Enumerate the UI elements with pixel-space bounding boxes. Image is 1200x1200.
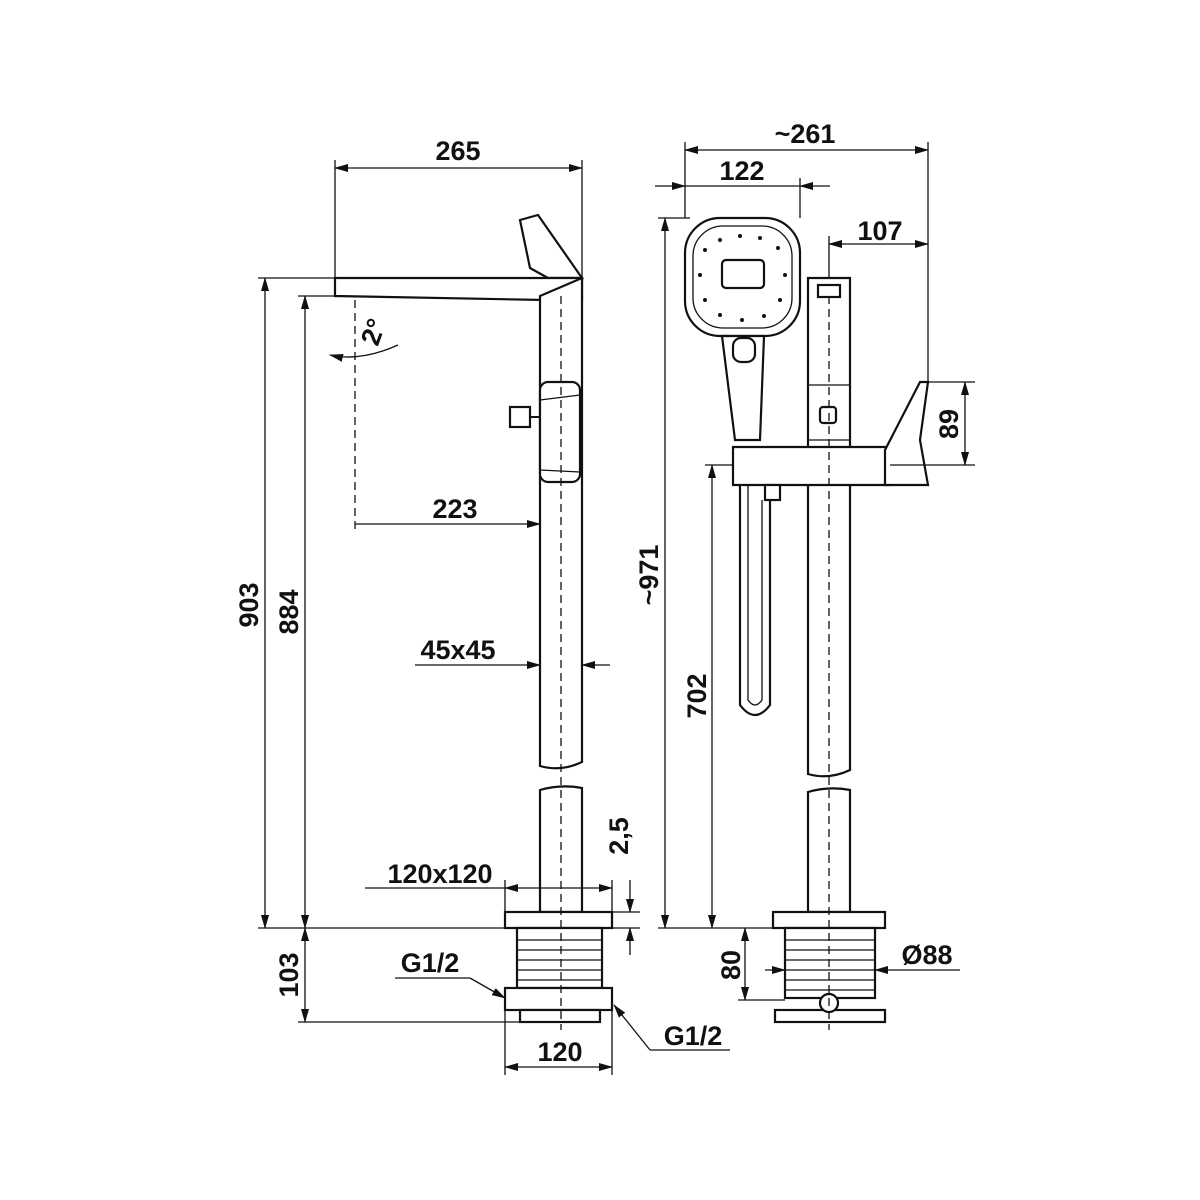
in-floor-body: [515, 926, 604, 990]
dim-884: 884: [274, 589, 304, 634]
shower-nozzles: [698, 234, 787, 322]
inlet-label-left: G1/2: [401, 948, 460, 978]
in-floor-body: [783, 926, 877, 1000]
right-shower-view: ~261 122 107 89 ~971 702 80 Ø88: [634, 119, 975, 1030]
dim-89: 89: [934, 409, 964, 439]
inlet-label-right: G1/2: [664, 1021, 723, 1051]
dim-120x120: 120x120: [387, 859, 492, 889]
dim-702: 702: [682, 673, 712, 718]
dim-80: 80: [716, 950, 746, 980]
dim-265: 265: [435, 136, 480, 166]
dim-120: 120: [537, 1037, 582, 1067]
column-upper: [806, 276, 852, 778]
floor-plate: [503, 910, 614, 930]
dim-223: 223: [432, 494, 477, 524]
dim-2-5: 2,5: [604, 817, 634, 855]
dim-angle: 2°: [355, 315, 392, 350]
dim-diameter-88: Ø88: [901, 940, 952, 970]
in-floor-base: [503, 986, 614, 1012]
dim-261: ~261: [775, 119, 836, 149]
left-mixer-view: 265 2° 223 903 884 45x45 120x120 2,5 1: [234, 136, 730, 1075]
dim-107: 107: [857, 216, 902, 246]
dim-122: 122: [719, 156, 764, 186]
dim-903: 903: [234, 582, 264, 627]
dim-103: 103: [274, 952, 304, 997]
valve-block: [538, 380, 582, 484]
diverter-block: [731, 445, 892, 487]
lever-handle: [883, 380, 930, 487]
shower-hose: [738, 485, 772, 717]
dim-45x45: 45x45: [420, 635, 495, 665]
hand-shower-grip: [720, 334, 766, 442]
column-lower: [806, 787, 852, 914]
side-connector: [508, 405, 532, 429]
dim-971: ~971: [634, 545, 664, 606]
lever-handle: [518, 213, 585, 280]
